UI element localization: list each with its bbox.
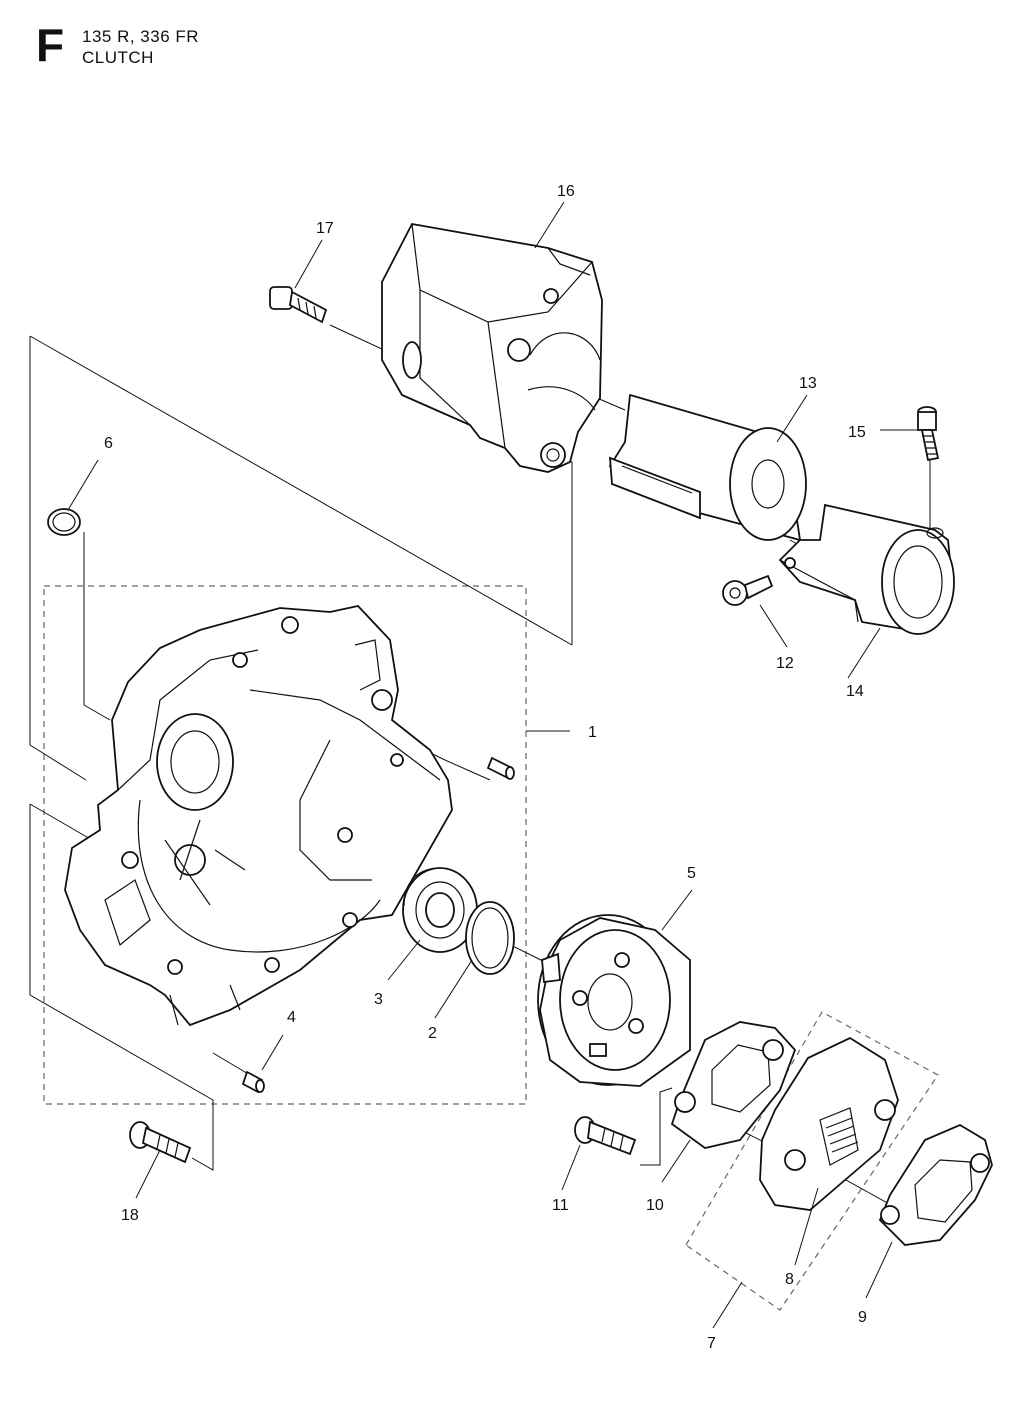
callout-4: 4 [287,1009,296,1026]
model-numbers: 135 R, 336 FR [82,27,200,46]
dowel-pin [241,1070,265,1094]
callout-11: 11 [552,1197,569,1214]
bearing [402,867,478,953]
callout-1: 1 [588,724,597,741]
clamp-screw [917,406,940,462]
callout-7: 7 [707,1335,716,1352]
clutch-cover [381,222,603,473]
leader-lines [67,201,918,1329]
dowel-pin-upper [486,756,515,780]
crankcase-assembly-box [43,585,527,1105]
diagram-title: CLUTCH [82,48,154,67]
callout-9: 9 [858,1309,867,1326]
clutch-bolt [574,1116,637,1156]
washer-plate [878,1123,993,1246]
callout-17: 17 [316,220,334,237]
callout-18: 18 [121,1207,139,1224]
callout-10: 10 [646,1197,664,1214]
clutch-shoe-assembly [759,1036,899,1211]
small-screw [722,574,774,606]
callout-12: 12 [776,655,794,672]
cover-bolt [269,286,328,324]
circlip-large [465,901,515,975]
callout-6: 6 [104,435,113,452]
callout-13: 13 [799,375,817,392]
crankcase [64,605,453,1027]
shaft-clamp [778,503,955,635]
circlip-small [47,508,81,536]
callout-8: 8 [785,1271,794,1288]
callout-3: 3 [374,991,383,1008]
callout-15: 15 [848,424,866,441]
callout-16: 16 [557,183,575,200]
section-letter: F [36,19,65,71]
crankcase-bolt [129,1121,192,1164]
callout-2: 2 [428,1025,437,1042]
clutch-drum [537,914,691,1087]
callout-labels: 1 2 3 4 5 6 7 8 9 10 11 12 13 14 15 16 1… [104,183,867,1352]
clutch-plate [670,1021,797,1149]
callout-5: 5 [687,865,696,882]
clutch-sleeve [608,393,807,542]
callout-14: 14 [846,683,864,700]
